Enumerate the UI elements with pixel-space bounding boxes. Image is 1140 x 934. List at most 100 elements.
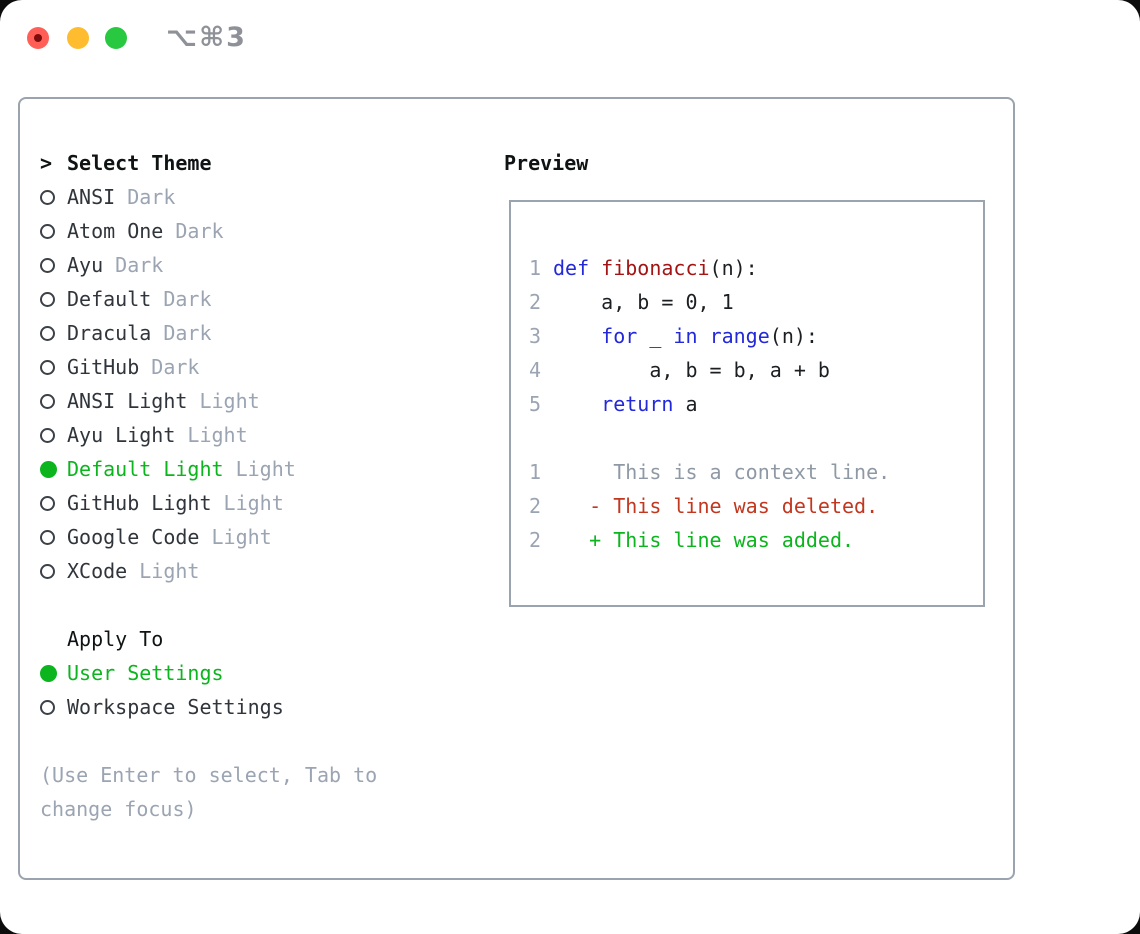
option-label: GitHub xyxy=(67,355,140,379)
radio-selected-icon xyxy=(40,460,67,478)
theme-variant-label: Light xyxy=(199,525,272,549)
code-line: 2 a, b = 0, 1 xyxy=(529,285,983,319)
radio-unselected-icon xyxy=(40,359,67,375)
help-text-line-1: (Use Enter to select, Tab to xyxy=(40,763,378,787)
radio-unselected-icon xyxy=(40,325,67,341)
option-label: ANSI xyxy=(67,185,116,209)
apply-option-workspace-settings[interactable]: Workspace Settings xyxy=(40,690,377,724)
minimize-button[interactable] xyxy=(67,27,89,49)
line-number: 1 xyxy=(529,256,542,280)
option-label: Ayu Light xyxy=(67,423,176,447)
code-line: 5 return a xyxy=(529,387,983,421)
line-number: 5 xyxy=(529,392,542,416)
radio-unselected-icon xyxy=(40,563,67,579)
theme-variant-label: Light xyxy=(127,559,200,583)
theme-variant-label: Light xyxy=(175,423,248,447)
theme-item-default-light[interactable]: Default Light Light xyxy=(40,452,377,486)
theme-variant-label: Light xyxy=(211,491,284,515)
token-added: + This line was added. xyxy=(553,528,855,552)
token-context: This is a context line. xyxy=(553,460,891,484)
apply-option-user-settings[interactable]: User Settings xyxy=(40,656,377,690)
radio-unselected-icon xyxy=(40,393,67,409)
theme-variant-label: Dark xyxy=(115,185,176,209)
theme-item-ayu[interactable]: Ayu Dark xyxy=(40,248,377,282)
line-number: 2 xyxy=(529,494,542,518)
option-label: XCode xyxy=(67,559,128,583)
option-label: Dracula xyxy=(67,321,152,345)
theme-item-ansi-light[interactable]: ANSI Light Light xyxy=(40,384,377,418)
option-label: Workspace Settings xyxy=(67,695,284,719)
token-keyword: in xyxy=(673,324,698,348)
line-number: 4 xyxy=(529,358,542,382)
option-label: Atom One xyxy=(67,219,164,243)
token-plain xyxy=(553,392,601,416)
option-label: Google Code xyxy=(67,525,200,549)
theme-item-ansi[interactable]: ANSI Dark xyxy=(40,180,377,214)
token-plain xyxy=(553,324,601,348)
radio-unselected-icon xyxy=(40,529,67,545)
help-text-line-2: change focus) xyxy=(40,797,197,821)
theme-item-xcode[interactable]: XCode Light xyxy=(40,554,377,588)
theme-variant-label: Light xyxy=(187,389,260,413)
token-plain xyxy=(589,256,601,280)
token-deleted: - This line was deleted. xyxy=(553,494,879,518)
close-dot-icon xyxy=(34,34,42,42)
token-plain: a, b = 0, 1 xyxy=(553,290,734,314)
token-plain xyxy=(698,324,710,348)
line-number: 2 xyxy=(529,528,542,552)
radio-unselected-icon xyxy=(40,495,67,511)
token-keyword: range xyxy=(709,324,770,348)
theme-variant-label: Dark xyxy=(151,321,212,345)
spacer xyxy=(40,724,377,758)
theme-item-dracula[interactable]: Dracula Dark xyxy=(40,316,377,350)
zoom-button[interactable] xyxy=(105,27,127,49)
token-plain: a xyxy=(673,392,698,416)
code-line: 3 for _ in range(n): xyxy=(529,319,983,353)
theme-list-header: Select Theme xyxy=(67,151,212,175)
line-number: 1 xyxy=(529,460,542,484)
token-plain: (n): xyxy=(769,324,818,348)
option-label: GitHub Light xyxy=(67,491,212,515)
radio-unselected-icon xyxy=(40,699,67,715)
theme-item-default[interactable]: Default Dark xyxy=(40,282,377,316)
option-label: Ayu xyxy=(67,253,104,277)
token-plain: a, b = b, a + b xyxy=(553,358,830,382)
theme-item-atom-one[interactable]: Atom One Dark xyxy=(40,214,377,248)
radio-selected-icon xyxy=(40,664,67,682)
theme-list-header-row: > Select Theme xyxy=(40,146,377,180)
theme-variant-label: Light xyxy=(223,457,296,481)
theme-variant-label: Dark xyxy=(139,355,200,379)
apply-to-header: Apply To xyxy=(67,627,164,651)
radio-unselected-icon xyxy=(40,189,67,205)
code-line: 4 a, b = b, a + b xyxy=(529,353,983,387)
option-label: Default Light xyxy=(67,457,224,481)
close-button[interactable] xyxy=(27,27,49,49)
theme-variant-label: Dark xyxy=(103,253,164,277)
radio-unselected-icon xyxy=(40,257,67,273)
code-line: 2 - This line was deleted. xyxy=(529,489,983,523)
token-function: fibonacci xyxy=(601,256,710,280)
token-keyword: for xyxy=(601,324,638,348)
radio-unselected-icon xyxy=(40,223,67,239)
token-plain: _ xyxy=(637,324,674,348)
token-plain: (n): xyxy=(709,256,758,280)
window-title: ⌥⌘3 xyxy=(166,22,247,53)
theme-item-github-light[interactable]: GitHub Light Light xyxy=(40,486,377,520)
title-bar: ⌥⌘3 xyxy=(0,0,1140,97)
radio-unselected-icon xyxy=(40,427,67,443)
radio-unselected-icon xyxy=(40,291,67,307)
apply-to-header-row: Apply To xyxy=(40,622,377,656)
theme-item-google-code[interactable]: Google Code Light xyxy=(40,520,377,554)
theme-item-ayu-light[interactable]: Ayu Light Light xyxy=(40,418,377,452)
line-number: 2 xyxy=(529,290,542,314)
theme-item-github[interactable]: GitHub Dark xyxy=(40,350,377,384)
code-line xyxy=(529,421,983,455)
theme-variant-label: Dark xyxy=(163,219,224,243)
